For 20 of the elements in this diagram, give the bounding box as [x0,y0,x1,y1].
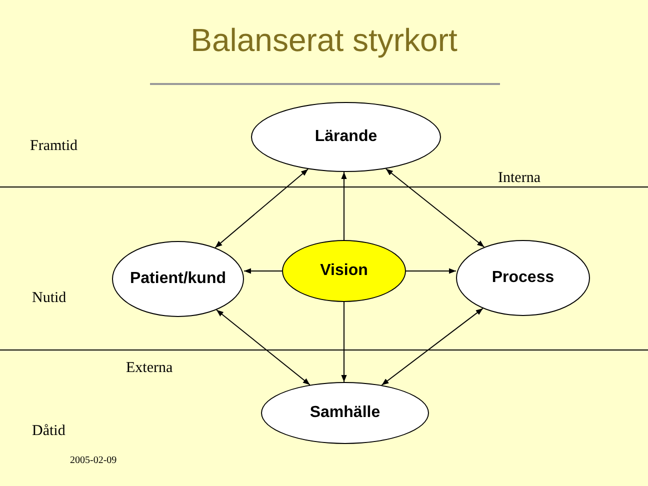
row-label: Dåtid [32,423,66,440]
row-label: Nutid [32,290,66,307]
arrow [341,302,347,382]
arrow [214,168,309,248]
arrow [341,172,347,240]
date-label: 2005-02-09 [70,455,117,466]
center-ellipse: Vision [282,240,406,302]
arrow [381,308,484,386]
perspective-ellipse: Samhälle [261,382,429,444]
perspective-ellipse: Patient/kund [112,241,244,317]
arrow [406,268,456,274]
arrow [216,309,310,386]
perspective-ellipse: Process [456,240,590,316]
column-label: Externa [126,360,173,377]
perspective-ellipse: Lärande [251,102,441,172]
arrow [244,268,282,274]
column-label: Interna [498,170,540,187]
title: Balanserat styrkort [190,22,458,59]
arrow [385,168,485,248]
row-label: Framtid [30,138,78,155]
